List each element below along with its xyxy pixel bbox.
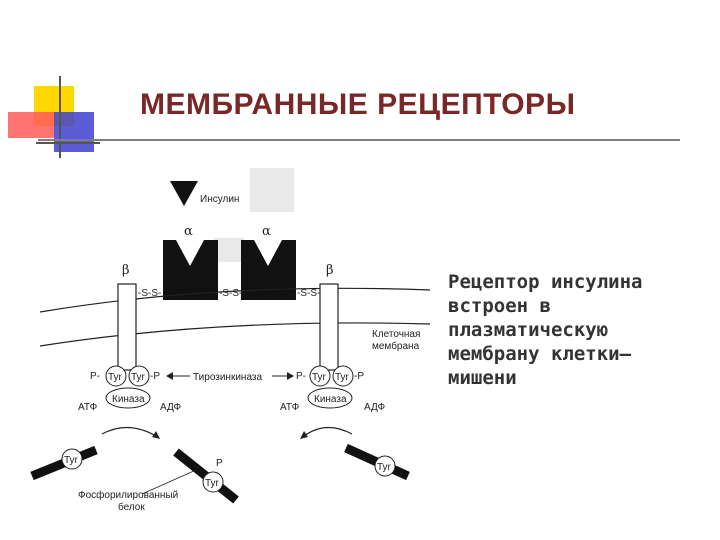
tyr-circle-right-1 — [309, 365, 331, 387]
beta-subunit-left — [117, 283, 137, 371]
phospho-protein-label-line1: Фосфорилированный — [78, 489, 178, 501]
kinase-arrow-right-head-icon — [287, 372, 294, 380]
tyr-left-2: Tyr — [131, 372, 146, 383]
tyr-circle-protein-middle — [202, 471, 224, 493]
reaction-arrow-left-head-icon — [152, 431, 160, 439]
reaction-arrow-right — [303, 426, 353, 437]
description-text: Рецептор инсулина встроен в плазматическ… — [448, 270, 710, 390]
membrane-inner-line — [39, 322, 431, 347]
kinase-arrow-head-icon — [166, 372, 173, 380]
phospho-leader-line — [141, 469, 197, 495]
alpha-subunit-right — [241, 240, 296, 300]
ss-bond-left: -S-S- — [138, 288, 161, 299]
description-line-1: Рецептор инсулина — [448, 271, 643, 293]
description-line-3: плазматическую — [448, 319, 609, 341]
tyr-circle-protein-right — [374, 455, 396, 477]
kinase-label-right: Киназа — [314, 394, 347, 405]
description-line-4: мембрану клетки– — [448, 343, 632, 365]
atp-label-right: АТФ — [280, 402, 300, 413]
kinase-domain-right — [307, 387, 353, 409]
phosphate-protein-middle: P — [216, 458, 223, 469]
phosphate-right-inner: -P — [354, 371, 364, 382]
membrane-label-line1: Клеточная — [372, 329, 420, 340]
tyr-circle-left-2 — [128, 365, 150, 387]
phospho-protein-label-line2: белок — [118, 501, 145, 513]
adp-label-left: АДФ — [160, 402, 182, 413]
tyr-circle-right-2 — [332, 365, 354, 387]
alpha-subunit-left — [163, 240, 218, 300]
tyr-circle-left-1 — [105, 365, 127, 387]
membrane-label-line2: мембрана — [372, 340, 420, 352]
description-line-2: встроен в — [448, 295, 551, 317]
tyr-protein-left: Tyr — [64, 455, 79, 466]
atp-label-left: АТФ — [78, 402, 98, 413]
kinase-domain-left — [105, 387, 151, 409]
phosphate-left-inner: -P — [150, 371, 160, 382]
insulin-triangle-icon — [170, 181, 198, 206]
description-line-5: мишени — [448, 367, 517, 389]
tyr-left-1: Tyr — [108, 372, 123, 383]
reaction-arrow-right-head-icon — [300, 431, 308, 439]
grey-patch-top — [250, 168, 294, 212]
beta-label-left: β — [122, 263, 130, 278]
phosphate-left-outer: P- — [90, 371, 100, 382]
tyrosine-kinase-label: Тирозинкиназа — [193, 372, 262, 383]
tyr-protein-middle: Tyr — [205, 478, 220, 489]
tyr-protein-right: Tyr — [377, 462, 392, 473]
reaction-arrow-left — [101, 426, 157, 437]
logo-red-square — [8, 112, 54, 138]
ss-bond-right: -S-S- — [297, 288, 320, 299]
adp-label-right: АДФ — [364, 402, 386, 413]
beta-subunit-right — [319, 283, 339, 371]
insulin-label: Инсулин — [200, 194, 239, 205]
alpha-label-right: α — [262, 224, 271, 239]
tyr-right-1: Tyr — [312, 372, 327, 383]
grey-patch-mid — [214, 238, 244, 262]
slide-title: МЕМБРАННЫЕ РЕЦЕПТОРЫ — [140, 88, 576, 121]
membrane-outer-line — [39, 287, 431, 313]
phosphate-right-outer: P- — [296, 371, 306, 382]
tyr-circle-protein-left — [61, 448, 83, 470]
kinase-label-left: Киназа — [112, 394, 145, 405]
ss-bond-middle: -S-S- — [219, 288, 242, 299]
tyr-right-2: Tyr — [335, 372, 350, 383]
alpha-label-left: α — [184, 224, 193, 239]
title-divider — [38, 139, 680, 141]
beta-label-right: β — [326, 263, 334, 278]
